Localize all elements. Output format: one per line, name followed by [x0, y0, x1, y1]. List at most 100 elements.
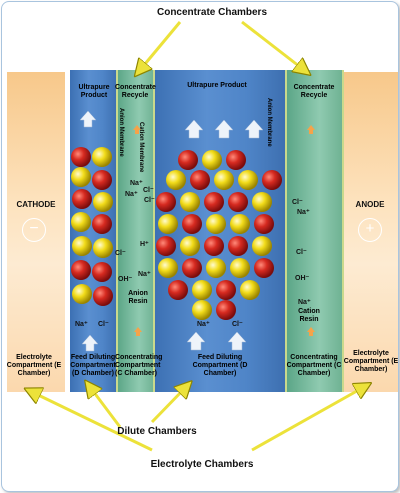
anion-resin-bead — [240, 280, 260, 300]
ion-na: Na⁺ — [197, 321, 210, 328]
pointer-arrow-icon — [140, 21, 182, 70]
cation-resin-bead — [182, 214, 202, 234]
anion-resin-bead — [93, 192, 113, 212]
cation-membrane-label-left: Cation Membrane — [138, 122, 144, 173]
header-ultrapure-left: Ultrapure Product — [78, 84, 110, 99]
anion-resin-bead — [252, 192, 272, 212]
ion-oh: OH⁻ — [295, 275, 310, 282]
ion-na: Na⁺ — [138, 271, 151, 278]
anion-resin-bead — [158, 214, 178, 234]
cation-resin-bead — [92, 170, 112, 190]
up-arrow-icon — [184, 119, 204, 139]
cation-resin-bead — [92, 214, 112, 234]
anion-resin-bead — [71, 167, 91, 187]
up-arrow-icon — [186, 331, 206, 351]
up-arrow-icon — [307, 125, 315, 134]
ion-na: Na⁺ — [298, 299, 311, 306]
header-concentrate-recycle-left: Concentrate Recycle — [115, 84, 156, 99]
anion-resin-bead — [206, 214, 226, 234]
feed-diluting-left-label: Feed Diluting Compartment (D Chamber) — [70, 354, 116, 377]
ion-cl: Cl⁻ — [144, 197, 155, 204]
ion-na: Na⁺ — [75, 321, 88, 328]
anion-membrane-label-right: Anion Membrane — [266, 98, 272, 147]
anion-membrane-line-right — [285, 70, 287, 392]
cation-resin-bead — [190, 170, 210, 190]
ion-oh: OH⁻ — [118, 276, 133, 283]
cation-resin-bead — [92, 262, 112, 282]
anion-resin-bead — [72, 236, 92, 256]
anion-resin-bead — [166, 170, 186, 190]
cation-resin-bead — [226, 150, 246, 170]
up-arrow-icon — [227, 331, 247, 351]
cation-resin-bead — [182, 258, 202, 278]
up-arrow-icon — [307, 327, 315, 336]
cation-resin-bead — [156, 236, 176, 256]
cathode-label: CATHODE — [16, 200, 56, 209]
header-ultrapure-center: Ultrapure Product — [187, 82, 247, 89]
membrane-line-right — [342, 70, 344, 392]
anion-resin-bead — [230, 258, 250, 278]
cation-resin-bead — [228, 192, 248, 212]
cation-resin-bead — [71, 147, 91, 167]
electrolyte-compartment-right-label: Electrolyte Compartment (E Chamber) — [343, 350, 399, 373]
anion-resin-bead — [192, 280, 212, 300]
cathode-minus-icon: − — [22, 218, 46, 242]
anion-resin-bead — [202, 150, 222, 170]
up-arrow-icon — [244, 119, 264, 139]
up-arrow-icon — [81, 334, 99, 352]
ion-cl: Cl⁻ — [143, 187, 154, 194]
cation-resin-bead — [168, 280, 188, 300]
concentrate-chamber-right — [286, 70, 342, 392]
anion-resin-label: Anion Resin — [128, 290, 148, 305]
up-arrow-icon — [134, 327, 142, 336]
cation-resin-bead — [262, 170, 282, 190]
concentrating-left-label: Concentrating Compartment (C Chamber) — [115, 354, 163, 377]
ion-cl: Cl⁻ — [296, 249, 307, 256]
cation-resin-bead — [254, 214, 274, 234]
anion-resin-bead — [230, 214, 250, 234]
cation-resin-bead — [93, 286, 113, 306]
anion-resin-bead — [206, 258, 226, 278]
cation-resin-bead — [71, 260, 91, 280]
pointer-arrow-icon — [251, 387, 364, 452]
anion-resin-bead — [238, 170, 258, 190]
up-arrow-icon — [133, 125, 141, 134]
cation-membrane-line-left — [153, 70, 155, 392]
pointer-arrow-icon — [90, 387, 122, 428]
ion-cl: Cl⁻ — [232, 321, 243, 328]
anion-resin-bead — [92, 147, 112, 167]
up-arrow-icon — [79, 110, 97, 128]
ion-cl: Cl⁻ — [115, 250, 126, 257]
up-arrow-icon — [214, 119, 234, 139]
cation-resin-bead — [216, 280, 236, 300]
anion-resin-bead — [72, 284, 92, 304]
concentrate-chamber-left — [117, 70, 154, 392]
ion-cl: Cl⁻ — [98, 321, 109, 328]
concentrate-chambers-label: Concentrate Chambers — [156, 7, 268, 18]
cation-resin-label: Cation Resin — [298, 308, 320, 323]
anion-resin-bead — [158, 258, 178, 278]
cation-resin-bead — [204, 236, 224, 256]
cation-resin-bead — [216, 300, 236, 320]
anode-plus-icon: + — [358, 218, 382, 242]
cation-resin-bead — [178, 150, 198, 170]
ion-na: Na⁺ — [125, 191, 138, 198]
header-concentrate-recycle-right: Concentrate Recycle — [293, 84, 335, 99]
electrolyte-chambers-label: Electrolyte Chambers — [150, 459, 254, 470]
dilute-chambers-label: Dilute Chambers — [117, 426, 197, 437]
anion-resin-bead — [180, 192, 200, 212]
feed-diluting-center-label: Feed Diluting Compartment (D Chamber) — [192, 354, 248, 377]
electrolyte-compartment-left-label: Electrolyte Compartment (E Chamber) — [6, 354, 62, 377]
pointer-arrow-icon — [150, 387, 186, 424]
anion-resin-bead — [214, 170, 234, 190]
cation-resin-bead — [254, 258, 274, 278]
anion-resin-bead — [180, 236, 200, 256]
ion-cl: Cl⁻ — [292, 199, 303, 206]
anion-resin-bead — [71, 212, 91, 232]
cation-resin-bead — [228, 236, 248, 256]
ion-na: Na⁺ — [130, 180, 143, 187]
